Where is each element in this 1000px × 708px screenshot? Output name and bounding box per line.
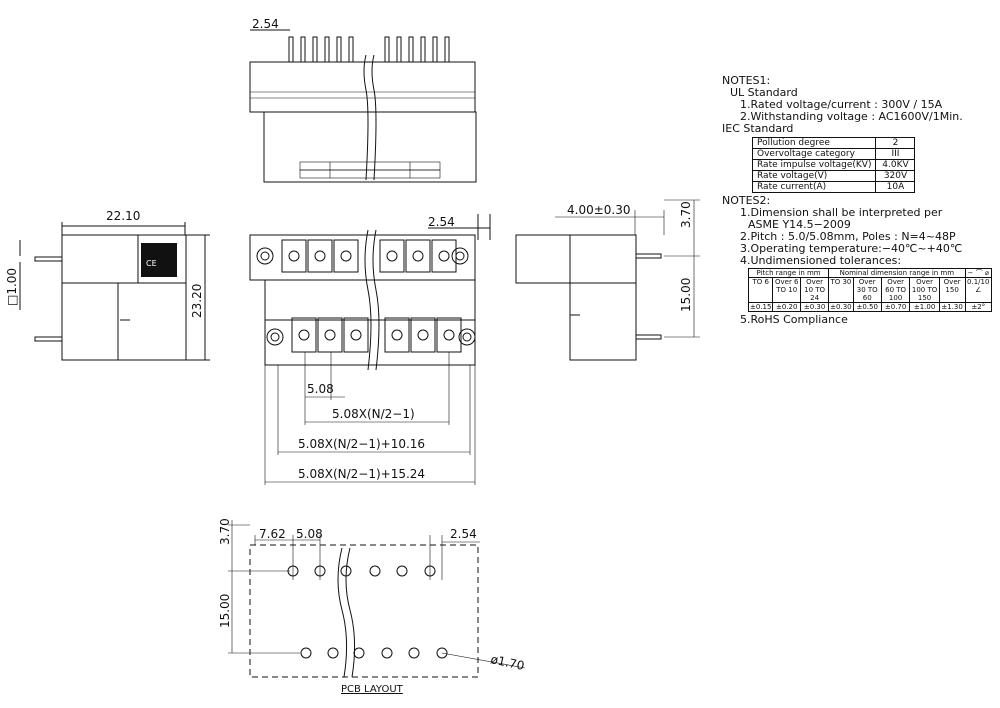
certification-logo — [141, 243, 177, 277]
tolerance-table: Pitch range in mm Nominal dimension rang… — [747, 268, 992, 312]
notes1-title: NOTES1: — [722, 74, 771, 87]
table-row: TO 6 Over 6 TO 10 Over 10 TO 24 TO 30 Ov… — [747, 277, 992, 303]
dim-left-pin: □1.00 — [5, 268, 19, 306]
notes-panel: NOTES1: UL Standard 1.Rated voltage/curr… — [722, 75, 992, 326]
right-side-view: 4.00±0.30 3.70 15.00 — [515, 199, 700, 361]
left-pin-upper — [34, 256, 63, 262]
left-side-view: 22.10 CE □1.00 23.20 — [5, 209, 210, 361]
table-row: Rate impulse voltage(KV)4.0KV — [751, 159, 916, 171]
note2-2: 2.Pitch : 5.0/5.08mm, Poles : N=4~48P — [740, 230, 956, 243]
table-row: Rate current(A)10A — [751, 181, 916, 193]
top-pins — [288, 36, 450, 63]
note2-1b: ASME Y14.5−2009 — [748, 218, 851, 231]
dim-right-3-70: 3.70 — [679, 201, 693, 228]
right-pin-lower — [635, 334, 662, 340]
dim-pcb-5-08: 5.08 — [296, 527, 323, 541]
dim-left-height: 23.20 — [190, 284, 204, 318]
pcb-holes-bottom — [300, 647, 448, 659]
dim-front-5-08: 5.08 — [307, 382, 334, 396]
table-row: ±0.15 ±0.20 ±0.30 ±0.30 ±0.50 ±0.70 ±1.0… — [747, 302, 992, 312]
notes2-title: NOTES2: — [722, 194, 771, 207]
right-pin-upper — [635, 253, 662, 259]
dim-front-pitch: 2.54 — [428, 215, 455, 229]
note2-5: 5.RoHS Compliance — [740, 313, 848, 326]
iec-standard: IEC Standard — [722, 122, 794, 135]
table-row: Rate voltage(V)320V — [751, 170, 916, 182]
dim-pcb-hole: ø1.70 — [489, 652, 525, 673]
dim-front-span2: 5.08X(N/2−1)+10.16 — [298, 437, 425, 451]
dim-pcb-7-62: 7.62 — [259, 527, 286, 541]
pcb-holes-top — [287, 565, 436, 577]
ce-mark-icon: CE — [146, 259, 157, 268]
dim-left-width: 22.10 — [106, 209, 140, 223]
dim-top-pitch: 2.54 — [252, 17, 279, 31]
pcb-layout-view: 7.62 5.08 2.54 ø1.70 3.70 — [218, 518, 526, 678]
pcb-layout-label: PCB LAYOUT — [341, 684, 403, 695]
table-row: Pitch range in mm Nominal dimension rang… — [747, 268, 992, 278]
left-pin-lower — [34, 336, 63, 342]
dim-front-span3: 5.08X(N/2−1)+15.24 — [298, 467, 425, 481]
note2-4: 4.Undimensioned tolerances: — [740, 254, 902, 267]
dim-right-offset: 4.00±0.30 — [567, 203, 631, 217]
upper-contacts — [281, 239, 457, 273]
front-view: 2.54 5.08 — [249, 214, 491, 485]
ul-note-2: 2.Withstanding voltage : AC1600V/1Min. — [740, 110, 963, 123]
note2-1a: 1.Dimension shall be interpreted per — [740, 206, 943, 219]
top-view: 2.54 — [249, 17, 477, 183]
dim-pcb-3-70: 3.70 — [218, 518, 232, 545]
angle-icon: ∠ — [975, 286, 982, 294]
ul-standard: UL Standard — [730, 86, 798, 99]
lower-contacts — [291, 317, 462, 353]
dim-right-15-00: 15.00 — [679, 278, 693, 312]
dim-pcb-2-54: 2.54 — [450, 527, 477, 541]
dim-front-span1: 5.08X(N/2−1) — [332, 407, 415, 421]
dim-pcb-15-00: 15.00 — [218, 594, 232, 628]
note2-3: 3.Operating temperature:−40℃~+40℃ — [740, 242, 963, 255]
ul-note-1: 1.Rated voltage/current : 300V / 15A — [740, 98, 943, 111]
